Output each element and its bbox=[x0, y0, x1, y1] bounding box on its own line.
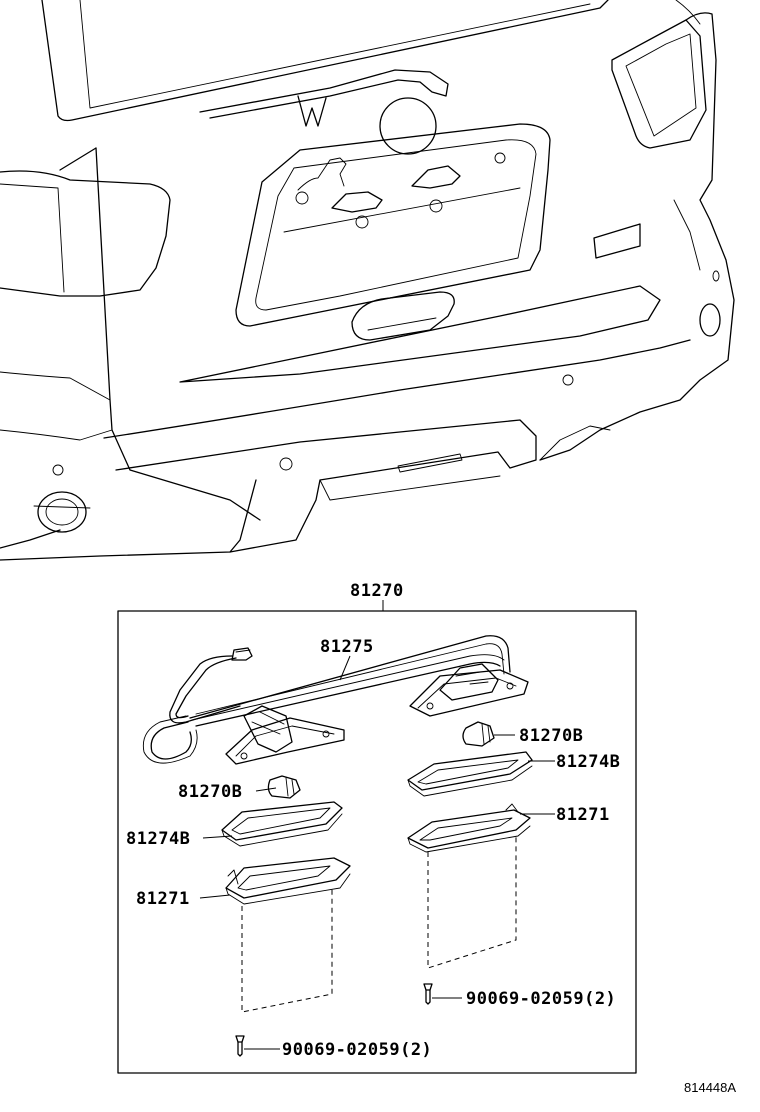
callout-housing-right: 81271 bbox=[556, 805, 610, 825]
wire-harness bbox=[142, 635, 511, 764]
leader-lines bbox=[199, 655, 555, 1050]
lamp-body-left bbox=[225, 705, 345, 765]
screw-left bbox=[235, 1035, 245, 1057]
callout-labels: 81270 81275 81270B 81274B 81270B 81274B … bbox=[126, 581, 736, 1095]
housing-left bbox=[225, 857, 351, 905]
callout-screw-left: 90069-02059(2) bbox=[282, 1040, 432, 1060]
callout-screw-right: 90069-02059(2) bbox=[466, 989, 616, 1009]
lens-left bbox=[221, 801, 343, 847]
callout-bulb-right: 81270B bbox=[519, 726, 583, 746]
lens-right bbox=[407, 751, 533, 797]
assembly-part-number: 81270 bbox=[350, 581, 404, 601]
lamp-body-right bbox=[409, 663, 529, 717]
parts-box bbox=[117, 600, 637, 1074]
assembly-lines bbox=[241, 834, 517, 1013]
housing-right bbox=[407, 803, 531, 853]
callout-housing-left: 81271 bbox=[136, 889, 190, 909]
callout-harness: 81275 bbox=[320, 637, 374, 657]
bulb-right bbox=[462, 721, 495, 747]
callout-bulb-left: 81270B bbox=[178, 782, 242, 802]
vehicle-rear-illustration bbox=[0, 0, 735, 561]
callout-lens-right: 81274B bbox=[556, 752, 620, 772]
bulb-left bbox=[267, 775, 301, 799]
screw-right bbox=[423, 983, 433, 1005]
callout-lens-left: 81274B bbox=[126, 829, 190, 849]
figure-reference: 814448A bbox=[684, 1080, 736, 1095]
